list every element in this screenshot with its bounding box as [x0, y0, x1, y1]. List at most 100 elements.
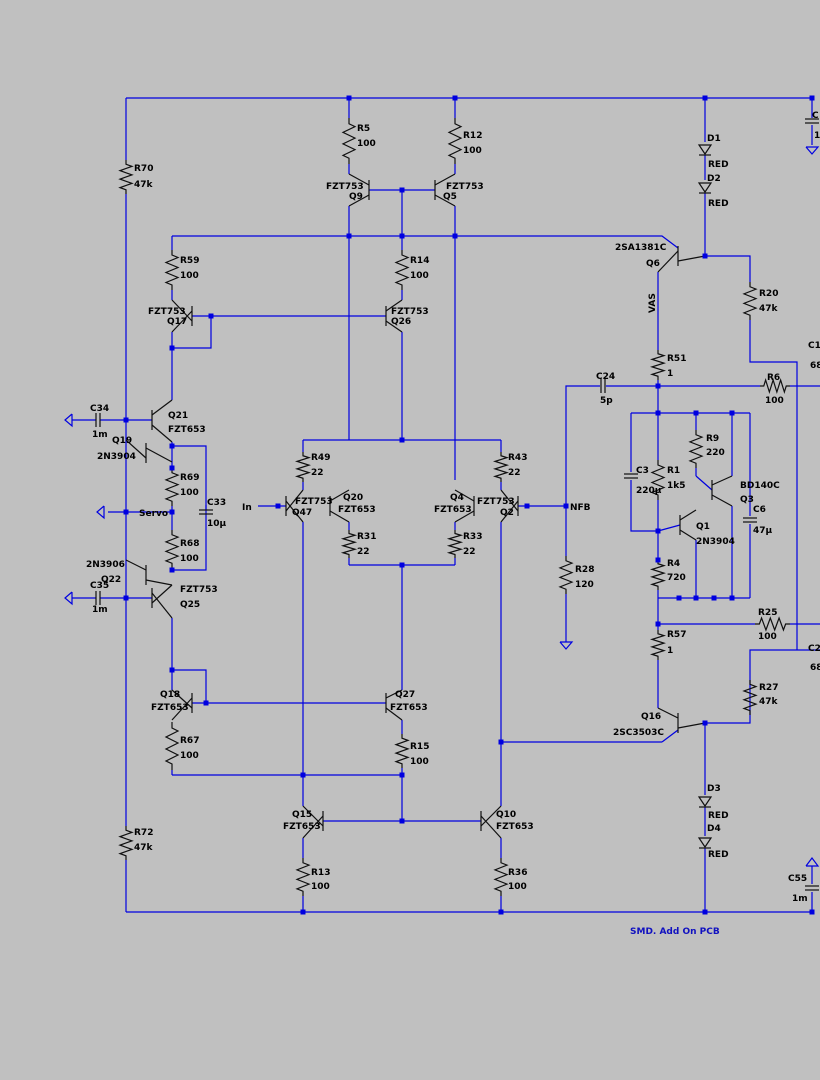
value-label: RED [708, 811, 729, 821]
value-label: 22 [357, 547, 370, 557]
transistor-collector [385, 689, 403, 699]
ref-label: Q47 [292, 508, 312, 518]
ref-label: C33 [207, 498, 226, 508]
value-label: 2N3906 [86, 560, 125, 570]
resistor-symbol [164, 250, 180, 290]
value-label: 1 [667, 369, 673, 379]
value-label: FZT653 [338, 505, 376, 515]
ref-label: R25 [758, 608, 777, 618]
transistor-collector [711, 475, 733, 486]
value-label: 100 [180, 554, 199, 564]
value-label: 22 [311, 468, 324, 478]
junction-dot [169, 667, 175, 673]
partial-label: C1 [808, 341, 820, 351]
ref-label: Q19 [112, 436, 132, 446]
ref-label: Q2 [500, 508, 514, 518]
ref-label: R5 [357, 124, 370, 134]
ground-symbol [64, 413, 73, 428]
value-label: 1 [667, 646, 673, 656]
diode-symbol [697, 182, 713, 194]
ground-symbol [805, 146, 820, 155]
junction-dot [346, 95, 352, 101]
transistor-collector [125, 439, 147, 459]
junction-dot [399, 233, 405, 239]
ground-symbol [805, 857, 820, 867]
value-label: 1m [92, 430, 108, 440]
value-label: FZT653 [390, 703, 428, 713]
partial-label: 68 [810, 663, 820, 673]
value-label: 120 [575, 580, 594, 590]
ref-label: R28 [575, 565, 594, 575]
junction-dot [275, 503, 281, 509]
value-label: 100 [463, 146, 482, 156]
value-label: FZT753 [446, 182, 484, 192]
ref-label: Q6 [646, 259, 660, 269]
junctions [123, 95, 815, 915]
junction-dot [169, 567, 175, 573]
ref-label: Q16 [641, 712, 661, 722]
value-label: FZT753 [477, 497, 515, 507]
ref-label: R70 [134, 164, 153, 174]
ref-label: R49 [311, 453, 330, 463]
transistor-emitter [145, 579, 173, 586]
junction-dot [702, 253, 708, 259]
wire [705, 680, 751, 724]
value-label: 100 [357, 139, 376, 149]
value-label: 100 [180, 488, 199, 498]
value-label: 47k [759, 697, 779, 707]
junction-dot [655, 557, 661, 563]
junction-dot [399, 187, 405, 193]
junction-dot [655, 383, 661, 389]
ref-label: Q15 [292, 810, 312, 820]
wire [661, 729, 679, 743]
value-label: 1m [92, 605, 108, 615]
junction-dot [693, 595, 699, 601]
transistor-emitter [434, 194, 456, 207]
junction-dot [809, 95, 815, 101]
ref-label: R27 [759, 683, 778, 693]
resistor-symbol [760, 377, 790, 395]
junction-dot [300, 772, 306, 778]
junction-dot [655, 621, 661, 627]
transistor-emitter [171, 310, 193, 333]
ref-label: C34 [90, 404, 109, 414]
ref-label: C3 [636, 466, 649, 476]
junction-dot [300, 909, 306, 915]
value-label: 1m [792, 894, 808, 904]
value-label: 100 [410, 271, 429, 281]
value-label: RED [708, 199, 729, 209]
junction-dot [809, 909, 815, 915]
junction-dot [655, 410, 661, 416]
resistor-symbol [688, 430, 704, 468]
ref-label: D4 [707, 824, 721, 834]
ref-label: Q9 [349, 192, 363, 202]
resistor-symbol [295, 858, 311, 896]
ref-label: D2 [707, 174, 721, 184]
resistor-symbol [164, 722, 180, 770]
resistor-symbol [164, 530, 180, 568]
ref-label: R33 [463, 532, 482, 542]
junction-dot [169, 443, 175, 449]
ground-symbol [96, 505, 105, 520]
resistor-symbol [742, 680, 758, 715]
value-label: 47k [134, 180, 154, 190]
junction-dot [676, 595, 682, 601]
value-label: 47k [759, 304, 779, 314]
transistor-collector [679, 509, 697, 521]
value-label: FZT753 [148, 307, 186, 317]
value-label: FZT753 [180, 585, 218, 595]
junction-dot [399, 437, 405, 443]
value-label: 10µ [207, 519, 227, 529]
ground-symbol [559, 641, 574, 650]
ref-label: R20 [759, 289, 778, 299]
ref-label: C6 [753, 505, 766, 515]
ref-label: Q5 [443, 192, 457, 202]
value-label: FZT653 [496, 822, 534, 832]
ref-label: Q10 [496, 810, 516, 820]
transistor-emitter [677, 722, 706, 729]
ref-label: R57 [667, 630, 686, 640]
value-label: 100 [180, 751, 199, 761]
wire [172, 316, 212, 349]
